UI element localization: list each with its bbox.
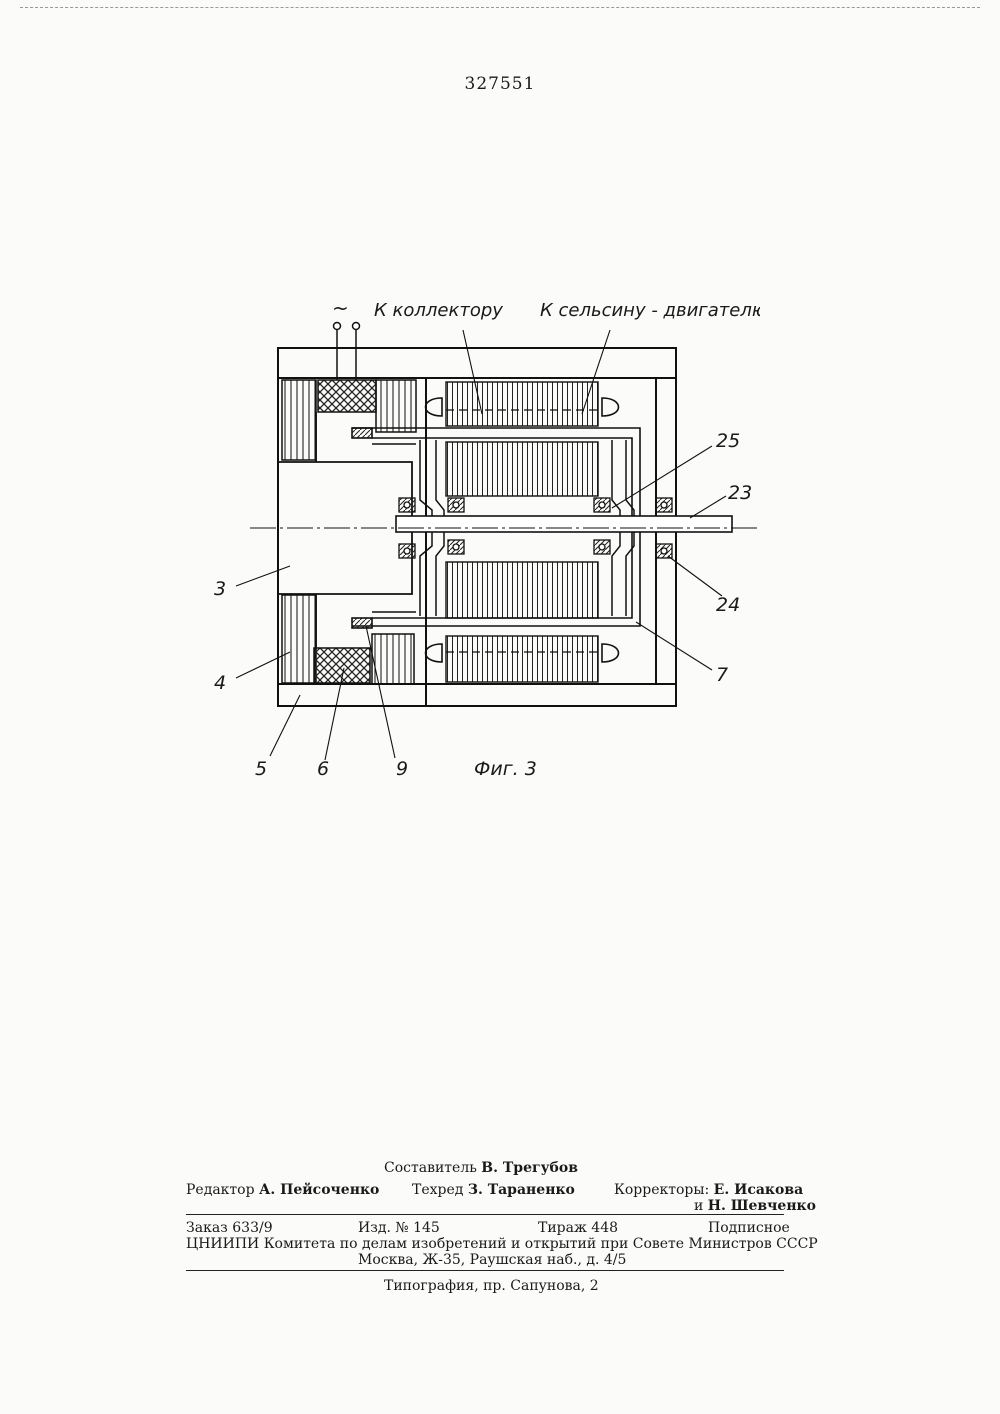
imprint-rule-bottom	[186, 1270, 784, 1271]
compiler-label: Составитель	[384, 1160, 477, 1176]
techred-name: З. Тараненко	[468, 1182, 575, 1198]
label-to-collector: К коллектору	[374, 300, 503, 321]
compiler-name: В. Трегубов	[481, 1160, 578, 1176]
part-number-24: 24	[716, 594, 740, 616]
order-number: Заказ 633/9	[186, 1220, 273, 1236]
editor-line: Редактор А. Пейсоченко	[186, 1182, 379, 1198]
edition-number: Изд. № 145	[358, 1220, 440, 1236]
part-number-23: 23	[728, 482, 752, 504]
part-number-9: 9	[396, 758, 408, 780]
correctors-label: Корректоры:	[614, 1182, 709, 1198]
stator-winding-upper	[426, 382, 619, 426]
supply-terminals	[334, 323, 360, 381]
part-number-5: 5	[255, 758, 267, 780]
techred-label: Техред	[412, 1182, 463, 1198]
label-to-selsyn: К сельсину - двигателю	[540, 300, 760, 321]
supply-symbol: ~	[332, 296, 349, 320]
institute: ЦНИИПИ Комитета по делам изобретений и о…	[186, 1236, 786, 1252]
corrector-1: Е. Исакова	[714, 1182, 804, 1198]
part-number-4: 4	[214, 672, 226, 694]
print-run: Тираж 448	[538, 1220, 618, 1236]
figure-3-drawing	[0, 0, 1000, 860]
compiler-line: Составитель В. Трегубов	[384, 1160, 578, 1176]
editor-label: Редактор	[186, 1182, 255, 1198]
techred-line: Техред З. Тараненко	[412, 1182, 575, 1198]
shaft	[396, 516, 732, 532]
part-number-25: 25	[716, 430, 740, 452]
imprint-rule-top	[186, 1214, 784, 1215]
correctors-line: Корректоры: Е. Исакова	[614, 1182, 803, 1198]
corrector-2-prefix: и	[694, 1198, 703, 1214]
excitation-coil	[314, 380, 376, 683]
subscription: Подписное	[708, 1220, 790, 1236]
corrector-2: Н. Шевченко	[708, 1198, 816, 1214]
part-number-3: 3	[214, 578, 226, 600]
part-number-7: 7	[716, 664, 728, 686]
address: Москва, Ж-35, Раушская наб., д. 4/5	[358, 1252, 626, 1268]
stator-winding-lower	[426, 636, 619, 682]
part-number-6: 6	[317, 758, 329, 780]
corrector-2-line: и Н. Шевченко	[694, 1198, 816, 1214]
printing-house: Типография, пр. Сапунова, 2	[384, 1278, 599, 1294]
figure-caption: Фиг. 3	[474, 758, 537, 780]
editor-name: А. Пейсоченко	[259, 1182, 379, 1198]
